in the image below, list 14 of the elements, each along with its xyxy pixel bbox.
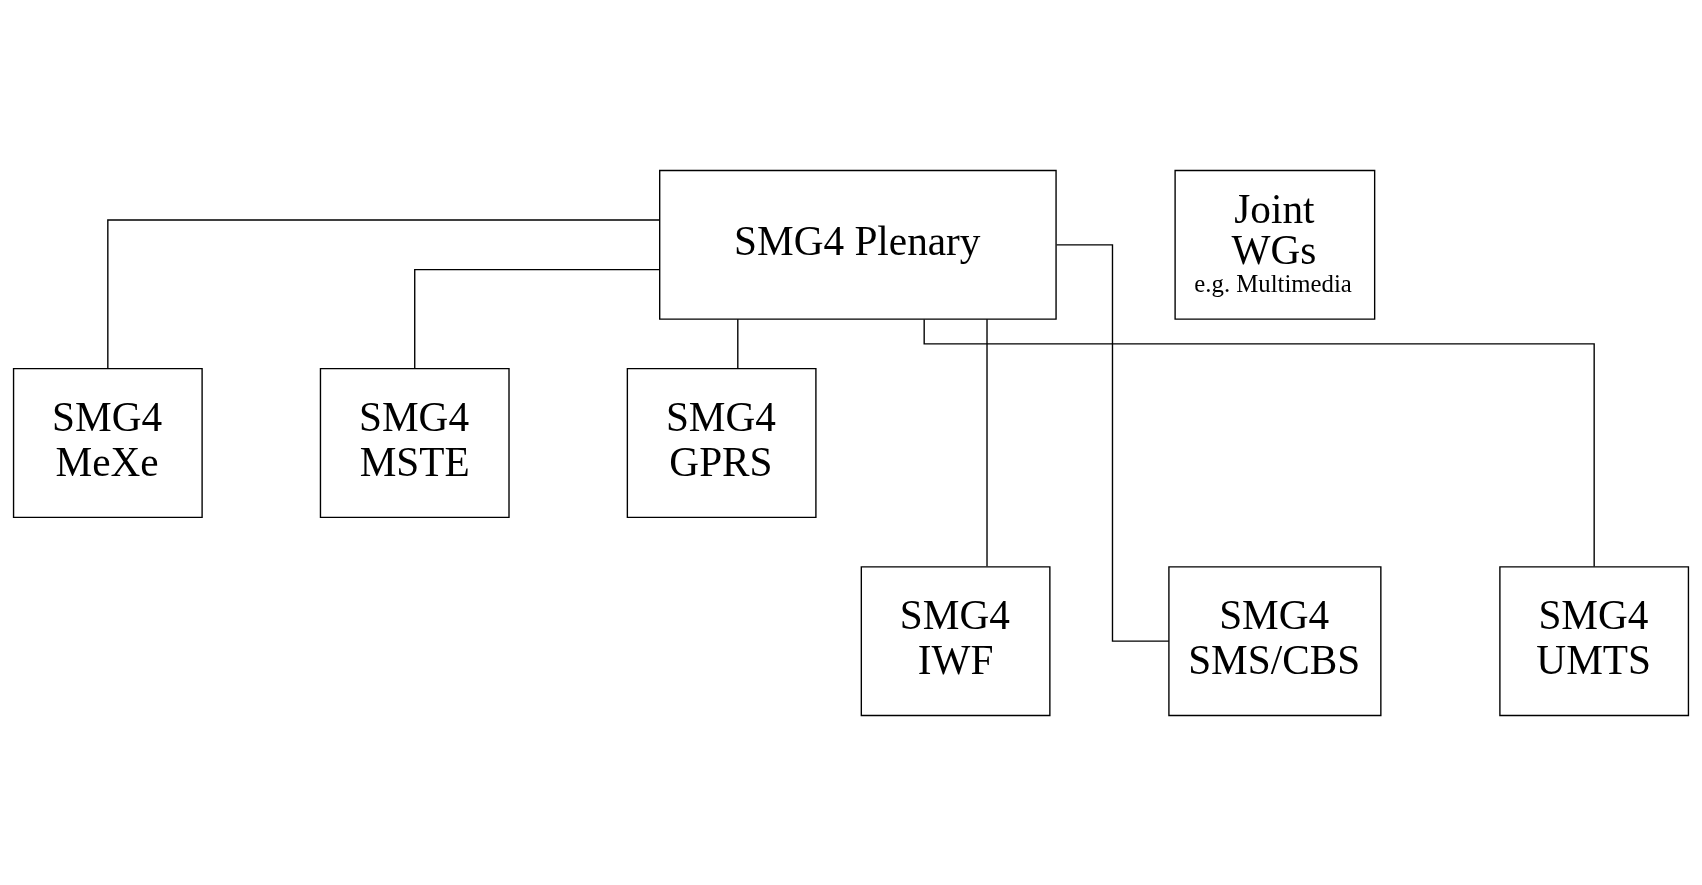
node-box: SMG4 Plenary [659,169,1057,320]
connector [107,218,661,369]
connector [1055,243,1170,642]
node-box: SMG4 MeXe [12,367,203,518]
node-box: SMG4 SMS/CBS [1168,565,1382,716]
node-box: Joint WGs e.g. Multimedia [1174,169,1376,320]
connector [737,318,739,369]
node-box: SMG4 GPRS [626,367,817,518]
connector [923,318,1595,567]
node-box: SMG4 UMTS [1499,565,1690,716]
node-box: SMG4 IWF [860,565,1051,716]
connector [414,268,661,369]
connector [986,318,988,567]
node-box: SMG4 MSTE [319,367,510,518]
